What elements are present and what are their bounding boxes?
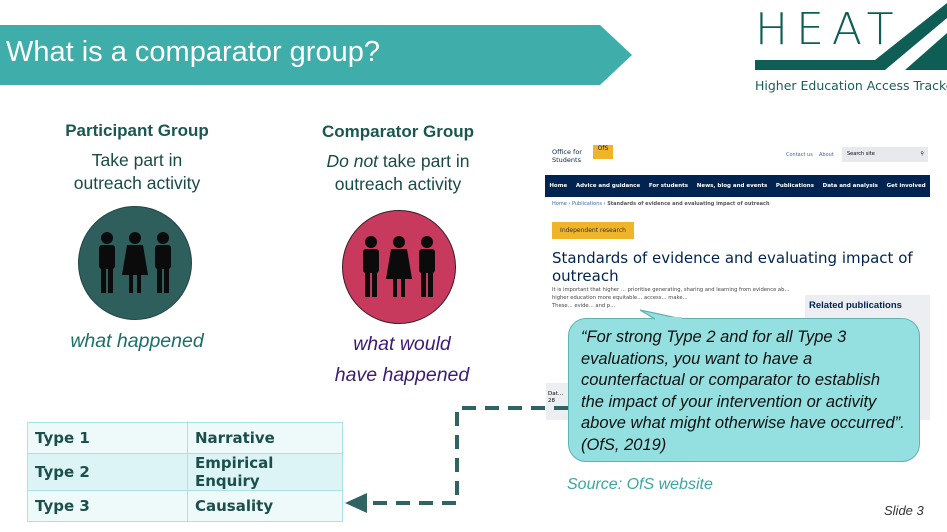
participant-line2: outreach activity	[73, 173, 201, 193]
participant-heading: Participant Group	[65, 121, 209, 140]
label-cell: Causality	[187, 490, 343, 522]
nav-item[interactable]: For students	[648, 183, 689, 189]
heat-logo-graphic	[755, 3, 947, 70]
ofs-date: Dat… 28	[546, 383, 568, 420]
comparator-line2: outreach activity	[334, 174, 462, 194]
label-cell: Empirical Enquiry	[187, 453, 343, 491]
comparator-result1: what would	[353, 333, 451, 355]
breadcrumb: Home › Publications › Standards of evide…	[552, 201, 770, 207]
about-link[interactable]: About	[819, 152, 834, 158]
source-caption: Source: OfS website	[567, 476, 713, 493]
ofs-nav: Home Advice and guidance For students News,…	[545, 175, 930, 197]
ofs-badge: OfS	[593, 145, 613, 159]
participant-line1: Take part in	[91, 150, 183, 170]
participant-people-icon	[78, 206, 192, 320]
slide-number: Slide 3	[884, 503, 924, 518]
heat-logo: HEAT	[755, 4, 902, 55]
tag-badge: Independent research	[552, 222, 634, 239]
label-cell: Narrative	[187, 422, 343, 454]
comparator-result2: have happened	[334, 364, 470, 386]
nav-item[interactable]: Data and analysis	[822, 183, 878, 189]
type-cell: Type 3	[27, 490, 188, 522]
type-cell: Type 2	[27, 453, 188, 491]
arrowhead-icon	[345, 493, 367, 513]
nav-item[interactable]: Home	[549, 183, 568, 189]
ofs-body: It is important that higher … prioritise…	[552, 287, 790, 301]
contact-link[interactable]: Contact us	[786, 152, 813, 158]
comparator-group: Comparator Group Do not take part in outr…	[278, 122, 518, 196]
dashed-arrow	[345, 406, 568, 513]
type-cell: Type 1	[27, 422, 188, 454]
nav-item[interactable]: Get involved	[886, 183, 926, 189]
participant-group: Participant Group Take part in outreach a…	[17, 121, 257, 195]
quote-bubble: “For strong Type 2 and for all Type 3 ev…	[568, 318, 920, 462]
ofs-body2: These… evide… and p…	[552, 303, 616, 309]
nav-item[interactable]: Advice and guidance	[575, 183, 641, 189]
title-banner	[0, 25, 632, 85]
slide-title: What is a comparator group?	[6, 36, 380, 68]
participant-result: what happened	[70, 330, 204, 352]
nav-item[interactable]: Publications	[775, 183, 814, 189]
bubble-tail	[639, 309, 683, 321]
search-icon: ⚲	[920, 151, 924, 157]
comparator-not: Do not	[326, 151, 379, 171]
comparator-people-icon	[342, 210, 456, 324]
ofs-page-heading: Standards of evidence and evaluating imp…	[552, 249, 913, 285]
comparator-heading: Comparator Group	[321, 122, 475, 141]
heat-subtitle: Higher Education Access Tracker	[755, 78, 947, 93]
search-input[interactable]: Search site⚲	[842, 147, 928, 162]
comparator-line1: take part in	[378, 151, 470, 171]
comparator-result: what would have happened	[272, 329, 532, 391]
nav-item[interactable]: News, blog and events	[696, 183, 768, 189]
